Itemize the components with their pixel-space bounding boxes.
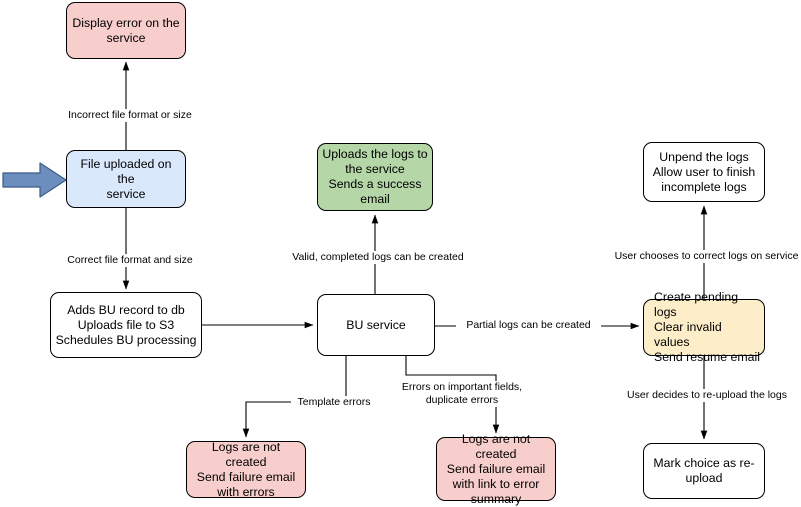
edge-label-user-decides-to-reupload: User decides to re-upload the logs <box>616 389 798 402</box>
node-label: Create pending logs Clear invalid values… <box>654 290 760 364</box>
node-unpend-the-logs[interactable]: Unpend the logs Allow user to finish inc… <box>643 142 765 202</box>
node-adds-bu-record[interactable]: Adds BU record to db Uploads file to S3 … <box>50 292 202 358</box>
node-label: Uploads the logs to the service Sends a … <box>322 147 428 206</box>
edge-label-errors-on-important-fields: Errors on important fields, duplicate er… <box>392 381 532 407</box>
node-label: BU service <box>346 317 406 332</box>
node-bu-service[interactable]: BU service <box>317 294 435 356</box>
node-label: Logs are not created Send failure email … <box>446 431 546 506</box>
node-label: Mark choice as re- upload <box>653 456 755 485</box>
edge-label-incorrect-format: Incorrect file format or size <box>57 109 203 122</box>
node-label: Adds BU record to db Uploads file to S3 … <box>55 302 197 347</box>
edge-label-user-chooses-to-correct: User chooses to correct logs on service <box>606 250 801 263</box>
edge-label-valid-completed-logs: Valid, completed logs can be created <box>283 251 473 264</box>
node-label: File uploaded on the service <box>80 156 172 201</box>
node-label: Display error on the service <box>72 15 180 45</box>
node-logs-not-created-error-summary[interactable]: Logs are not created Send failure email … <box>436 432 556 506</box>
edge-label-template-errors: Template errors <box>291 396 377 409</box>
node-label: Logs are not created Send failure email … <box>196 439 296 499</box>
edge-label-correct-format: Correct file format and size <box>57 254 203 267</box>
node-display-error[interactable]: Display error on the service <box>66 2 186 59</box>
edge-label-partial-logs: Partial logs can be created <box>456 319 601 332</box>
entry-block-arrow <box>2 162 67 198</box>
node-logs-not-created-with-errors[interactable]: Logs are not created Send failure email … <box>186 439 306 499</box>
node-file-uploaded-on-the-service[interactable]: File uploaded on the service <box>66 150 186 208</box>
node-mark-choice-as-reupload[interactable]: Mark choice as re- upload <box>643 443 765 499</box>
node-uploads-the-logs[interactable]: Uploads the logs to the service Sends a … <box>317 143 433 211</box>
node-create-pending-logs[interactable]: Create pending logs Clear invalid values… <box>643 290 765 364</box>
node-label: Unpend the logs Allow user to finish inc… <box>652 149 756 194</box>
